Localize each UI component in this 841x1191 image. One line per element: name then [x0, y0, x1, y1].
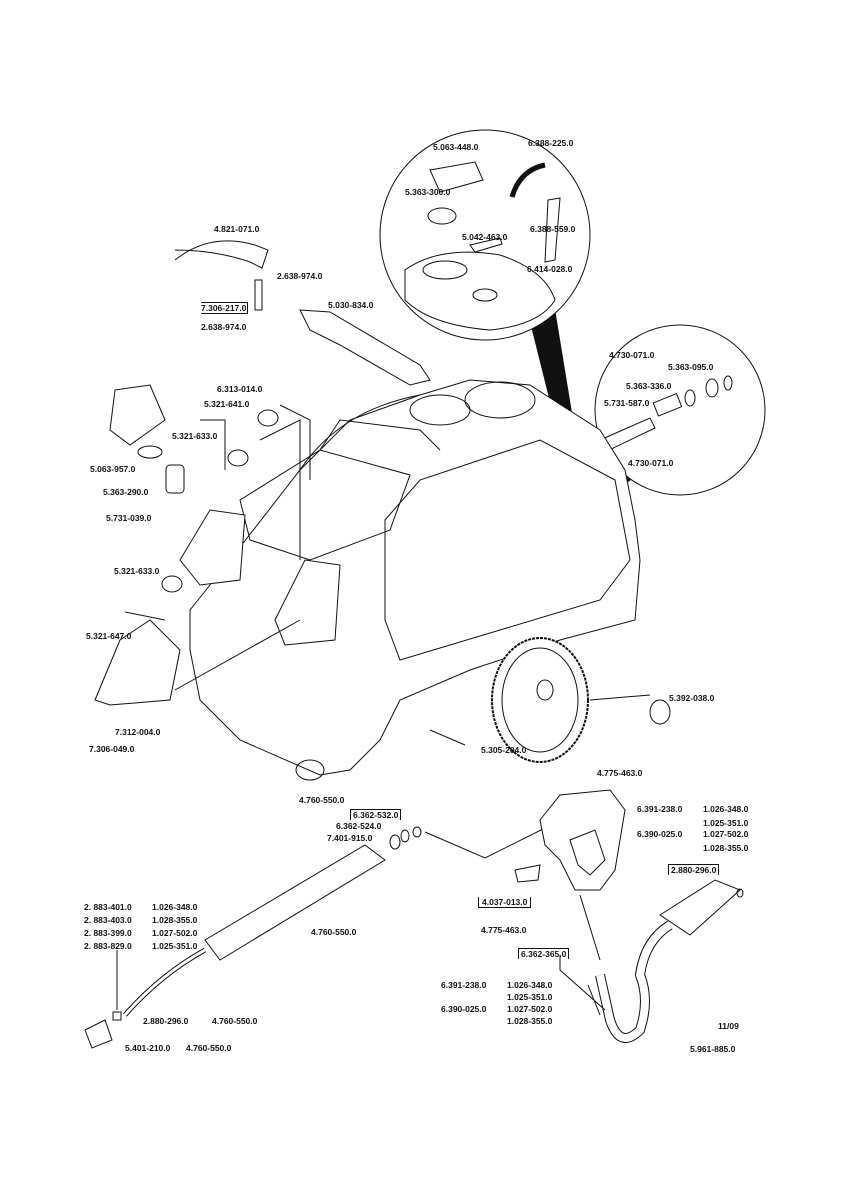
- part-label: 6.362-532.0: [350, 809, 402, 820]
- part-label: 4.775-463.0: [597, 768, 643, 778]
- part-label: 2.880-296.0: [668, 864, 720, 875]
- part-label: 1.026-348.0: [703, 804, 749, 814]
- top-cover-part: [299, 309, 431, 386]
- part-label: 1.026-348.0: [152, 902, 198, 912]
- part-label: 5.042-463.0: [462, 232, 508, 242]
- side-panel: [94, 619, 181, 706]
- part-label: 5.063-448.0: [433, 142, 479, 152]
- part-label: 7.306-049.0: [89, 744, 135, 754]
- kit-label: 6.390-025.0: [637, 829, 683, 839]
- detail-circle-top: [379, 129, 591, 341]
- part-label: 5.392-038.0: [669, 693, 715, 703]
- filler-pipe: [544, 197, 561, 263]
- part-label: 5.321-647.0: [86, 631, 132, 641]
- part-label: 1.028-355.0: [507, 1016, 553, 1026]
- part-label: 1.027-502.0: [152, 928, 198, 938]
- spray-lance: [204, 844, 386, 961]
- document-number: 5.961-885.0: [690, 1044, 736, 1054]
- part-label: 6.388-225.0: [528, 138, 574, 148]
- part-label: 5.321-641.0: [204, 399, 250, 409]
- kit-label: 6.390-025.0: [441, 1004, 487, 1014]
- kit-label: 2. 883-401.0: [84, 902, 132, 912]
- part-label: 4.821-071.0: [214, 224, 260, 234]
- kit-label: 6.391-238.0: [441, 980, 487, 990]
- part-label: 6.388-559.0: [530, 224, 576, 234]
- part-label: 2.638-974.0: [201, 322, 247, 332]
- kit-label: 2.880-296.0: [143, 1016, 189, 1026]
- part-label: 4.775-463.0: [481, 925, 527, 935]
- part-label: 5.731-587.0: [604, 398, 650, 408]
- part-label: 1.025-351.0: [152, 941, 198, 951]
- part-label: 1.028-355.0: [152, 915, 198, 925]
- nozzle: [84, 1019, 113, 1049]
- trigger-lock-part: [514, 864, 541, 883]
- cable-part: [174, 240, 269, 269]
- part-label: 1.028-355.0: [703, 843, 749, 853]
- hose-part: [509, 162, 546, 198]
- machine-body: [189, 379, 641, 776]
- part-label: 5.030-834.0: [328, 300, 374, 310]
- part-label: 1.026-348.0: [507, 980, 553, 990]
- part-label: 6.313-014.0: [217, 384, 263, 394]
- part-label: 5.363-095.0: [668, 362, 714, 372]
- part-label: 5.321-633.0: [172, 431, 218, 441]
- part-label: 1.025-351.0: [507, 992, 553, 1002]
- hub-cap: [649, 699, 671, 725]
- part-label: 7.312-004.0: [115, 727, 161, 737]
- cover-plate: [109, 384, 166, 446]
- revision-date: 11/09: [718, 1021, 739, 1031]
- part-label: 4.760-550.0: [212, 1016, 258, 1026]
- hand-grip-right: [274, 559, 341, 646]
- part-label: 6.362-365.0: [518, 948, 570, 959]
- kit-label: 2. 883-399.0: [84, 928, 132, 938]
- kit-label: 6.391-238.0: [637, 804, 683, 814]
- part-label: 7.306-217.0: [201, 302, 249, 314]
- part-label: 4.730-071.0: [609, 350, 655, 360]
- wheel: [491, 637, 589, 763]
- part-label: 5.321-633.0: [114, 566, 160, 576]
- detail-circle-right: [594, 324, 766, 496]
- part-label: 7.401-915.0: [327, 833, 373, 843]
- part-label: 5.363-300.0: [405, 187, 451, 197]
- part-label: 4.760-550.0: [186, 1043, 232, 1053]
- part-label: 5.305-204.0: [481, 745, 527, 755]
- kit-label: 2. 883-403.0: [84, 915, 132, 925]
- part-label: 6.362-524.0: [336, 821, 382, 831]
- part-label: 1.027-502.0: [507, 1004, 553, 1014]
- hand-grip-left: [179, 509, 246, 586]
- spray-gun: [539, 789, 626, 891]
- part-label: 6.414-028.0: [527, 264, 573, 274]
- part-label: 5.731-039.0: [106, 513, 152, 523]
- kit-label: 5.401-210.0: [125, 1043, 171, 1053]
- part-label: 4.037-013.0: [478, 897, 532, 908]
- hose-grip: [659, 879, 741, 936]
- cover-part: [429, 161, 484, 193]
- part-label: 4.760-550.0: [311, 927, 357, 937]
- part-label: 5.063-957.0: [90, 464, 136, 474]
- part-label: 4.730-071.0: [628, 458, 674, 468]
- cap-part: [427, 207, 457, 225]
- part-label: 2.638-974.0: [277, 271, 323, 281]
- part-label: 5.363-290.0: [103, 487, 149, 497]
- part-label: 5.363-336.0: [626, 381, 672, 391]
- part-label: 1.027-502.0: [703, 829, 749, 839]
- part-label: 4.760-550.0: [299, 795, 345, 805]
- kit-label: 2. 883-829.0: [84, 941, 132, 951]
- part-label: 1.025-351.0: [703, 818, 749, 828]
- handle-recess: [319, 419, 441, 451]
- tank-cap-detail: [404, 251, 556, 331]
